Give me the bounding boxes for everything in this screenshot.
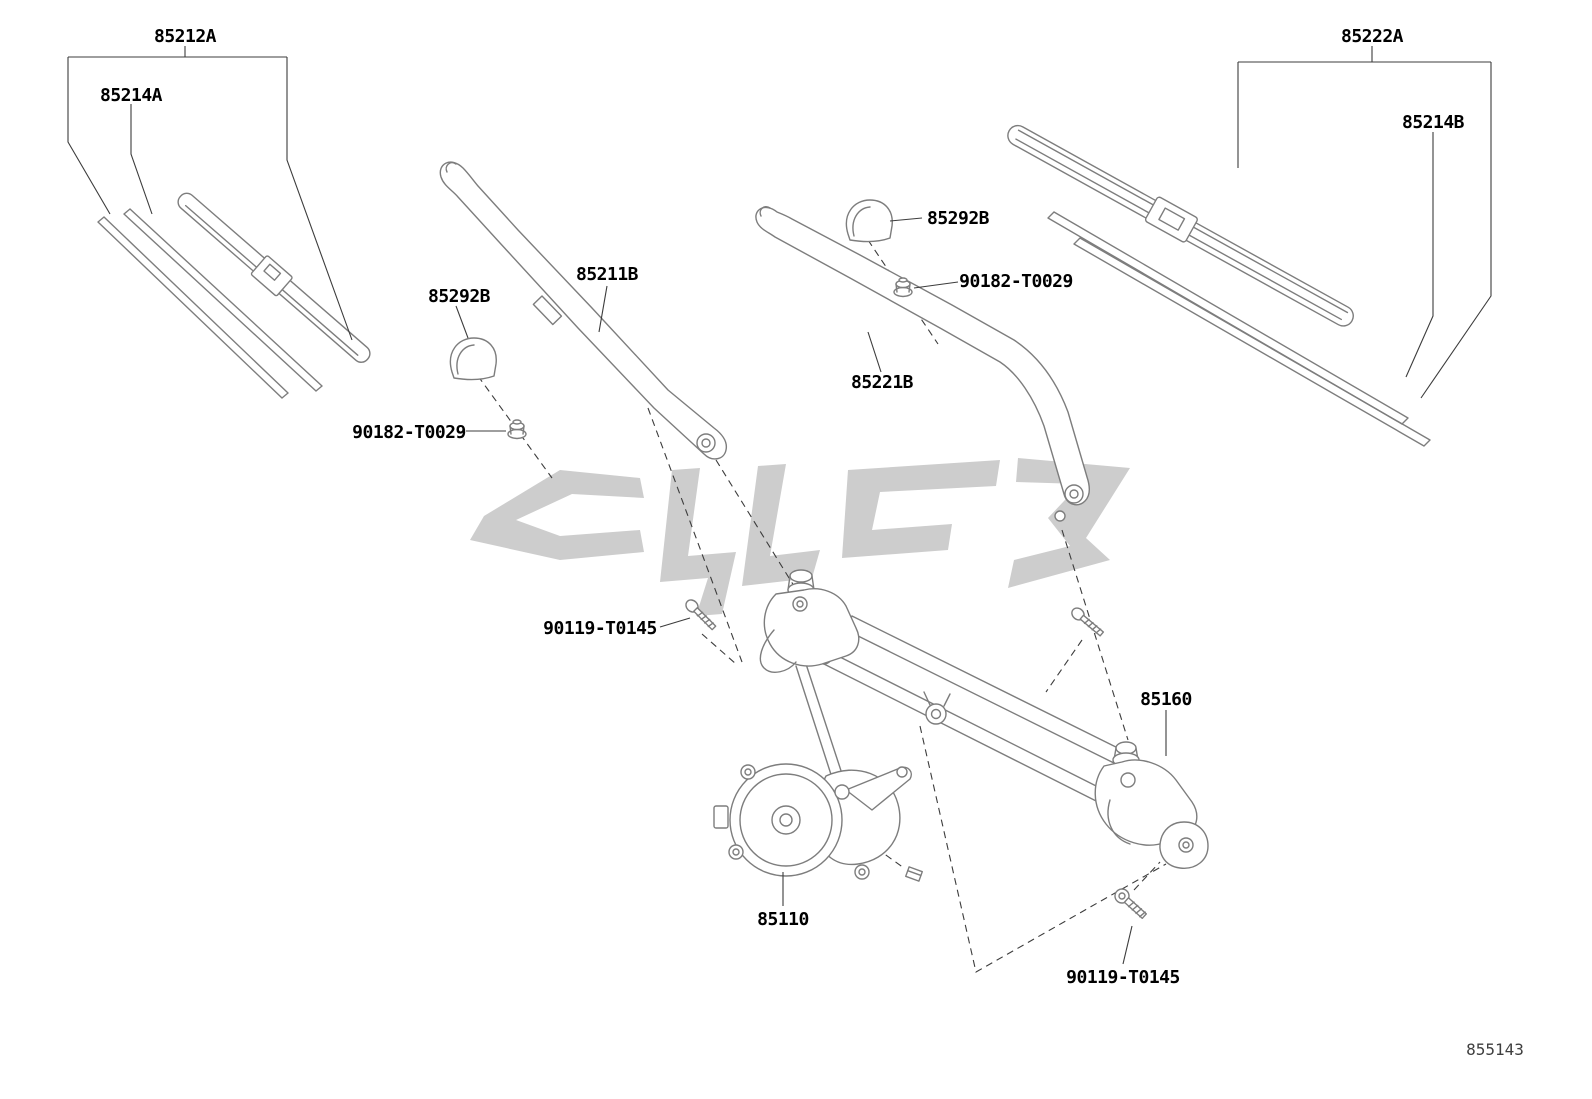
wiper-arm-right-drawing bbox=[755, 206, 1091, 522]
screw-lower-drawing bbox=[1114, 888, 1148, 965]
wiper-link-assembly-drawing bbox=[759, 569, 1209, 869]
wiper-blade-left-drawing bbox=[67, 46, 371, 399]
part-label-85292b-right: 85292B bbox=[926, 208, 990, 229]
part-label-85292b-left: 85292B bbox=[427, 286, 491, 307]
part-label-85214b: 85214B bbox=[1401, 112, 1465, 133]
pivot-cap-right-drawing bbox=[845, 199, 923, 243]
wiper-arm-left-drawing bbox=[439, 161, 728, 460]
leader-lines bbox=[782, 710, 1167, 906]
pivot-nut-left-drawing bbox=[466, 419, 527, 440]
small-nut-drawing bbox=[905, 866, 923, 882]
part-label-90182-t0029-right: 90182-T0029 bbox=[959, 271, 1073, 292]
wiper-motor-drawing bbox=[713, 763, 912, 880]
bolt-upper-drawing bbox=[659, 599, 717, 631]
bolt-right-drawing bbox=[1071, 607, 1105, 637]
wiper-blade-right-drawing bbox=[1007, 46, 1492, 447]
part-label-85160: 85160 bbox=[1140, 689, 1192, 710]
part-label-90119-t0145-upper: 90119-T0145 bbox=[543, 618, 657, 639]
part-label-85110: 85110 bbox=[757, 909, 809, 930]
part-label-85211b: 85211B bbox=[575, 264, 639, 285]
part-label-85221b: 85221B bbox=[850, 372, 914, 393]
pivot-cap-left-drawing bbox=[449, 305, 497, 381]
part-label-85222a: 85222A bbox=[1340, 26, 1404, 47]
part-label-90119-t0145-lower: 90119-T0145 bbox=[1066, 967, 1180, 988]
part-label-90182-t0029-left: 90182-T0029 bbox=[352, 422, 466, 443]
watermark-logo-icon bbox=[470, 458, 1130, 616]
pivot-nut-right-drawing bbox=[893, 277, 959, 298]
drawing-number: 855143 bbox=[1466, 1040, 1524, 1059]
part-label-85214a: 85214A bbox=[99, 85, 163, 106]
part-label-85212a: 85212A bbox=[153, 26, 217, 47]
